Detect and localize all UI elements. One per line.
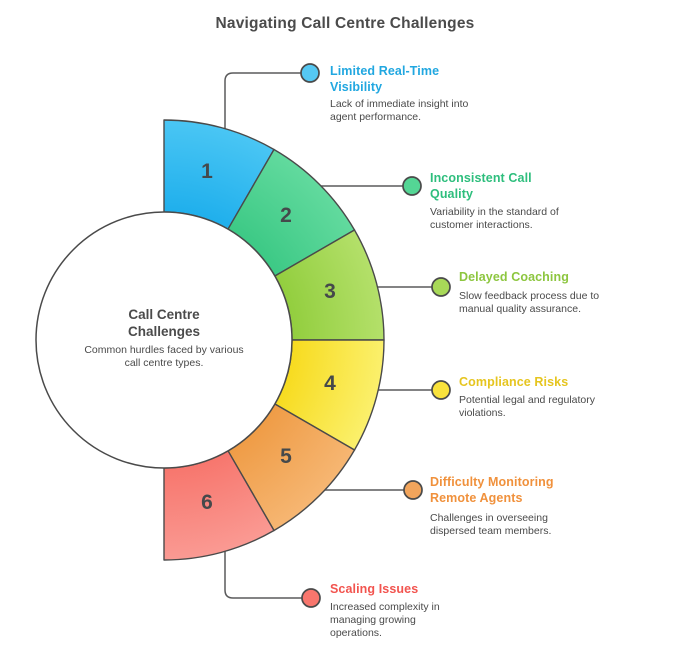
callout-4-description: Potential legal and regulatory violation…: [459, 394, 596, 419]
callout-3-description: Slow feedback process due to manual qual…: [459, 290, 600, 315]
connector-line-1: [224, 72, 301, 129]
center-description: Common hurdles faced by various call cen…: [84, 344, 244, 369]
center-title: Call Centre Challenges: [127, 307, 201, 339]
callout-3-title: Delayed Coaching: [459, 270, 569, 284]
segment-number-3: 3: [324, 280, 336, 303]
segment-number-6: 6: [201, 491, 213, 514]
callout-dot-5: [403, 480, 423, 500]
callout-2-title: Inconsistent Call Quality: [430, 171, 532, 201]
callout-6-title: Scaling Issues: [330, 582, 419, 596]
callout-dot-4: [431, 380, 451, 400]
callout-1-description: Lack of immediate insight into agent per…: [330, 98, 469, 123]
segment-number-1: 1: [201, 160, 213, 183]
segment-number-5: 5: [280, 445, 292, 468]
callout-2-description: Variability in the standard of customer …: [430, 206, 559, 231]
callout-5-description: Challenges in overseeing dispersed team …: [430, 512, 552, 537]
callout-6-description: Increased complexity in managing growing…: [330, 601, 440, 639]
callout-dot-3: [431, 277, 451, 297]
segment-number-2: 2: [280, 204, 292, 227]
callout-dot-6: [301, 588, 321, 608]
segment-number-4: 4: [324, 372, 336, 395]
connector-line-6: [224, 551, 302, 599]
page-title: Navigating Call Centre Challenges: [215, 15, 475, 32]
callout-dot-1: [300, 63, 320, 83]
callout-4-title: Compliance Risks: [459, 375, 569, 389]
callout-1-title: Limited Real-Time Visibility: [330, 64, 440, 94]
callout-dot-2: [402, 176, 422, 196]
center-circle: [35, 211, 293, 469]
callout-5-title: Difficulty Monitoring Remote Agents: [430, 475, 554, 505]
